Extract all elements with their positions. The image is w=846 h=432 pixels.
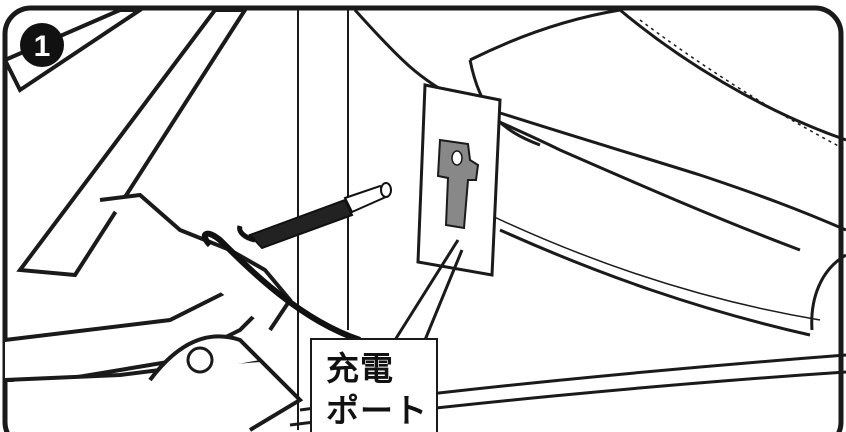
charging-port-panel [416,83,502,277]
charging-port-callout: 充電 ポート [310,338,438,432]
callout-pointer [393,239,464,341]
charger-cable [201,182,392,343]
base-tray [289,214,846,427]
callout-line-1: 充電 [326,349,394,388]
step-number-badge: 1 [20,23,64,67]
step-number: 1 [34,30,51,63]
callout-line-2: ポート [326,391,428,430]
